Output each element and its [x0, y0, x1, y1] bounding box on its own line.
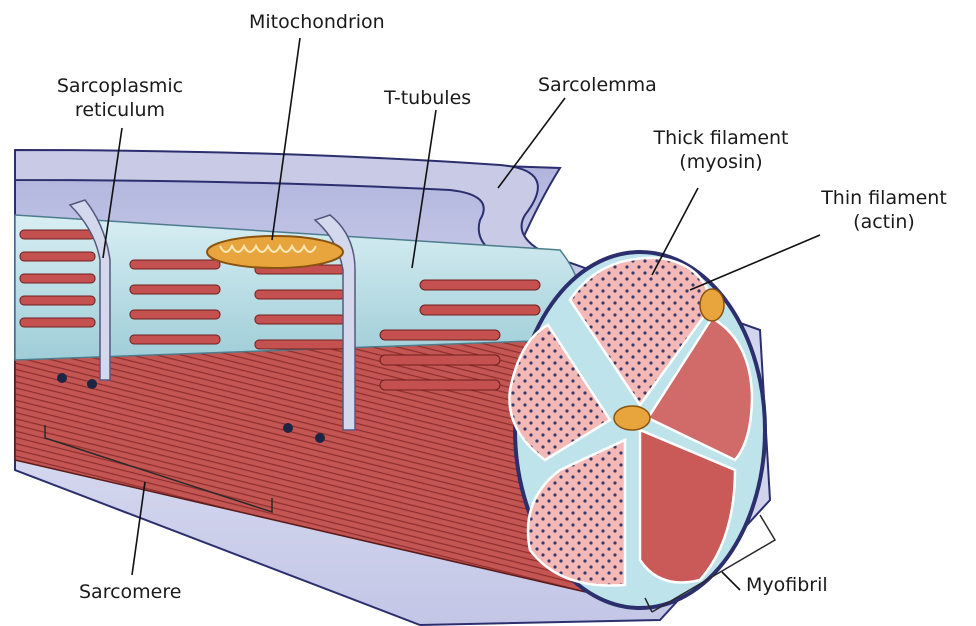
label-thin-filament: Thin filament (actin): [800, 186, 968, 234]
label-thin-line1: Thin filament: [800, 186, 968, 210]
mitochondrion-shape: [207, 236, 343, 268]
label-sarcolemma: Sarcolemma: [538, 73, 657, 97]
label-sarcomere: Sarcomere: [79, 580, 181, 604]
label-thick-filament: Thick filament (myosin): [636, 126, 806, 174]
label-mitochondrion: Mitochondrion: [249, 10, 385, 34]
label-myofibril: Myofibril: [746, 573, 828, 597]
label-thick-line2: (myosin): [636, 150, 806, 174]
label-sarcoplasmic-line2: reticulum: [35, 98, 205, 122]
label-thick-line1: Thick filament: [636, 126, 806, 150]
label-thin-line2: (actin): [800, 210, 968, 234]
label-sarcoplasmic-reticulum: Sarcoplasmic reticulum: [35, 74, 205, 122]
label-t-tubules: T-tubules: [384, 86, 471, 110]
label-sarcoplasmic-line1: Sarcoplasmic: [35, 74, 205, 98]
